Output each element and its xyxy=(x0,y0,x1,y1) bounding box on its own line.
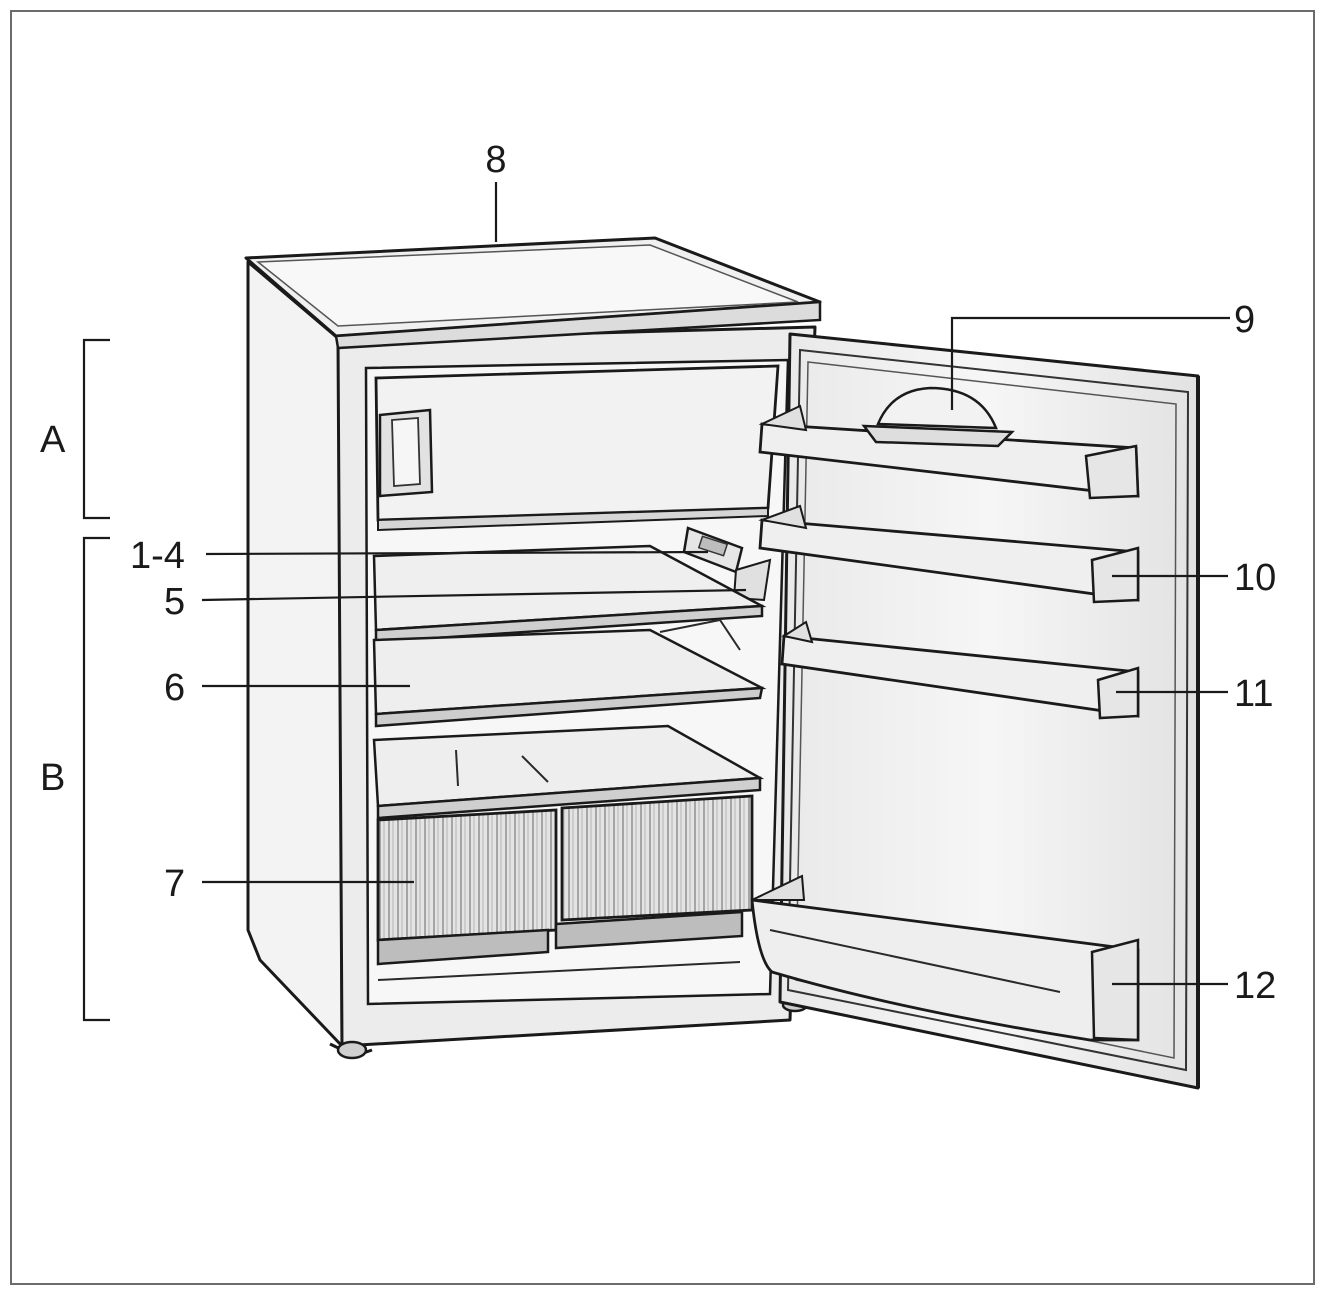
worktop xyxy=(244,236,822,350)
glass-shelf-middle xyxy=(372,618,767,728)
label-7: 7 xyxy=(164,863,185,905)
crisper-cover xyxy=(372,724,765,820)
label-1-4: 1-4 xyxy=(130,535,185,577)
label-zone-a: A xyxy=(40,419,66,461)
leader-5 xyxy=(201,588,747,602)
freezer-compartment xyxy=(374,364,780,532)
leader-1-4 xyxy=(205,550,709,556)
crisper-drawers xyxy=(376,794,754,981)
fridge-door xyxy=(778,332,1200,1090)
door-shelf-11 xyxy=(780,620,1140,720)
door-shelf-bottle xyxy=(750,874,1140,1042)
label-12: 12 xyxy=(1234,965,1276,1007)
zone-bracket-a xyxy=(82,338,110,520)
label-9: 9 xyxy=(1234,299,1255,341)
zone-bracket-b xyxy=(82,536,110,1022)
door-shelf-top xyxy=(758,404,1140,500)
label-11: 11 xyxy=(1234,673,1273,715)
label-5: 5 xyxy=(164,581,185,623)
leader-9 xyxy=(950,316,1230,410)
label-8: 8 xyxy=(485,139,506,181)
glass-shelf-upper xyxy=(372,544,767,644)
control-panel xyxy=(682,526,772,602)
label-10: 10 xyxy=(1234,557,1276,599)
butter-dish xyxy=(861,386,1015,448)
label-zone-b: B xyxy=(40,757,65,799)
label-6: 6 xyxy=(164,667,185,709)
